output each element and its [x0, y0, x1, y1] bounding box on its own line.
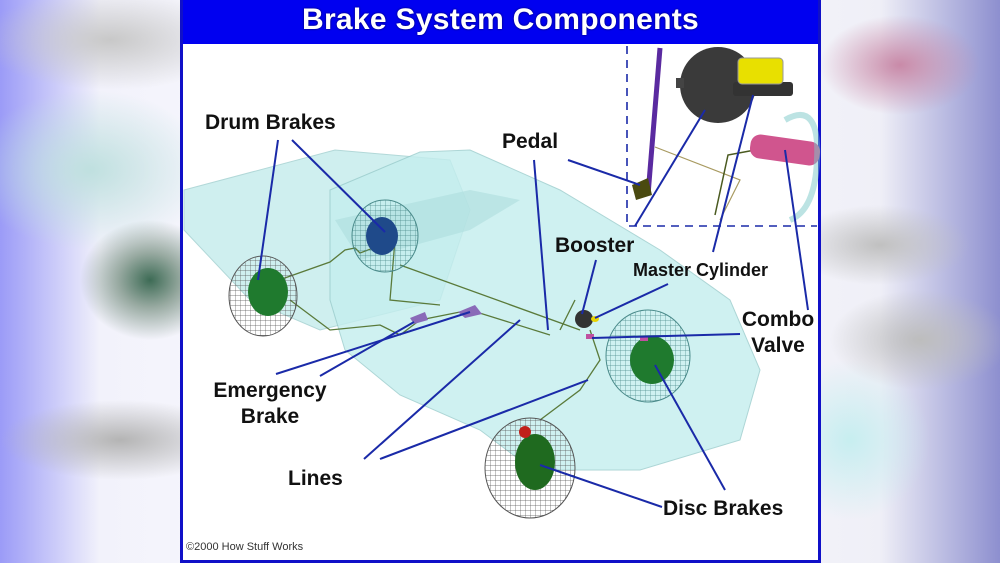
label-drum-brakes: Drum Brakes [205, 111, 336, 134]
leader-drum-right [291, 139, 386, 233]
leader-lines-2 [379, 379, 589, 460]
master-cylinder-reservoir [737, 57, 784, 85]
label-combo-valve: Combo Valve [738, 307, 818, 359]
label-combo-valve-line1: Combo [741, 308, 815, 331]
pedal-arm [645, 47, 663, 196]
front-disc-wheel-left [484, 417, 576, 519]
leader-disc-front-left [539, 464, 663, 508]
leader-lines [257, 94, 809, 508]
label-disc-brakes: Disc Brakes [663, 497, 784, 520]
leader-pedal-inset [567, 159, 641, 186]
rear-drum-wheel-left [228, 255, 298, 337]
leader-combo-valve-main [591, 333, 741, 339]
leader-emergency-brake [275, 311, 471, 375]
leader-master-cylinder-inset [712, 94, 754, 253]
title-bar: Brake System Components [183, 0, 818, 44]
leader-lines-1 [363, 319, 521, 460]
label-lines: Lines [288, 467, 343, 490]
leader-disc-front-right [654, 364, 726, 491]
front-disc-wheel-right [605, 309, 691, 403]
leader-booster-inset [634, 109, 706, 227]
booster-large [680, 47, 756, 123]
label-booster: Booster [555, 234, 635, 257]
label-emergency-brake: Emergency Brake [200, 378, 340, 430]
leader-combo-valve-inset [784, 149, 809, 311]
leader-pedal-main [533, 159, 549, 331]
leader-booster-main [581, 259, 597, 315]
diagram-title: Brake System Components [301, 3, 700, 36]
leader-drum-left [257, 139, 279, 281]
label-pedal: Pedal [502, 130, 559, 153]
label-emergency-brake-line2: Brake [240, 405, 300, 428]
copyright-notice: ©2000 How Stuff Works [186, 541, 304, 553]
label-master-cylinder: Master Cylinder [633, 260, 769, 280]
label-emergency-brake-line1: Emergency [213, 379, 327, 402]
leader-emergency-brake-2 [319, 321, 415, 377]
inset-detail-box [626, 46, 821, 227]
leader-master-cylinder-main [594, 283, 669, 319]
rear-drum-wheel-right [351, 199, 419, 273]
label-combo-valve-line2: Valve [751, 334, 805, 357]
